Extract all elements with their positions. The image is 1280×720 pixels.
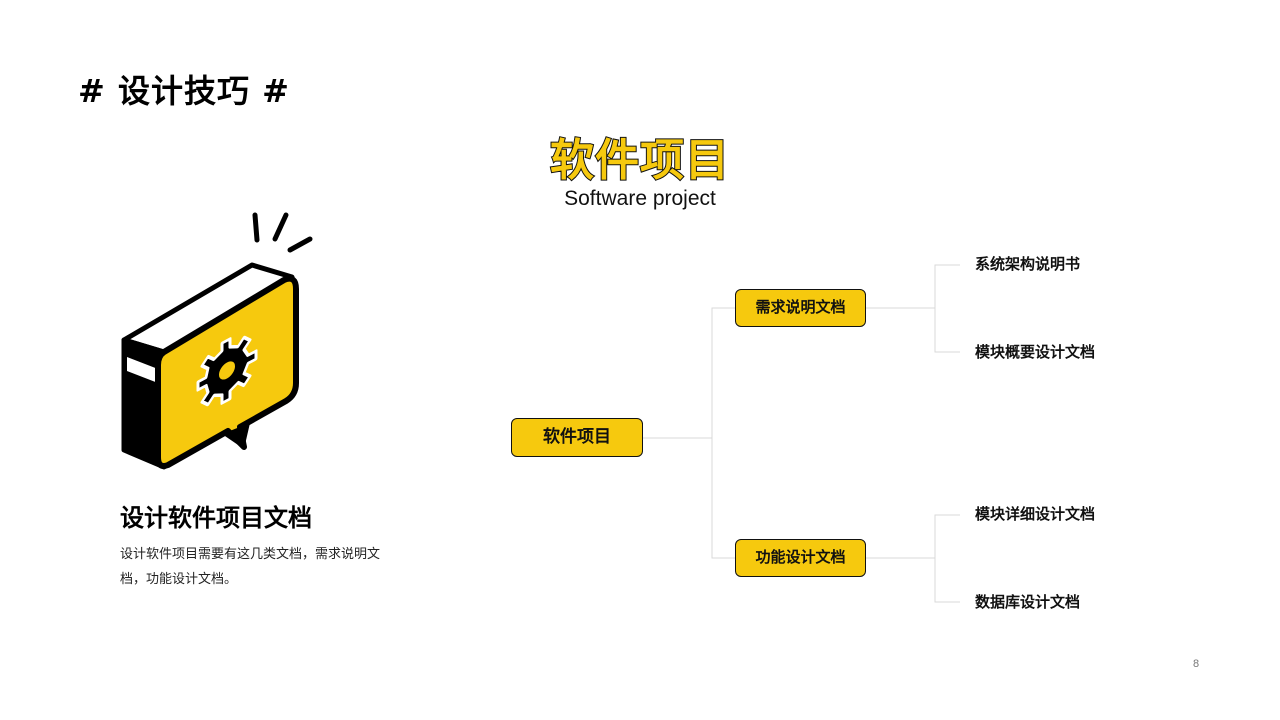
connector-trunk (711, 307, 735, 559)
section-tag: # 设计技巧 # (78, 72, 290, 110)
page-subtitle: Software project (564, 187, 716, 210)
burst-line (252, 212, 260, 243)
leaf-module-overview: 模块概要设计文档 (975, 343, 1096, 361)
bubble-tail (222, 423, 250, 449)
page-number: 8 (1192, 658, 1200, 670)
leaf-database-design: 数据库设计文档 (975, 593, 1081, 611)
connector-func-fork (934, 514, 960, 603)
page-title: 软件项目 (549, 134, 730, 187)
leaf-system-architecture: 系统架构说明书 (975, 255, 1081, 273)
gear-icon (196, 335, 258, 407)
node-root: 软件项目 (511, 418, 643, 457)
gear-chat-bubble-icon (121, 212, 313, 470)
node-requirements: 需求说明文档 (735, 289, 866, 327)
doc-description: 设计软件项目需要有这几类文档，需求说明文档，功能设计文档。 (120, 547, 381, 587)
node-functional-design: 功能设计文档 (735, 539, 866, 577)
connector-req-fork (934, 264, 960, 353)
leaf-module-detail: 模块详细设计文档 (975, 505, 1096, 523)
doc-heading: 设计软件项目文档 (120, 504, 312, 532)
burst-line (272, 212, 289, 242)
burst-line (287, 236, 313, 253)
bubble-side-stripe (127, 357, 158, 383)
